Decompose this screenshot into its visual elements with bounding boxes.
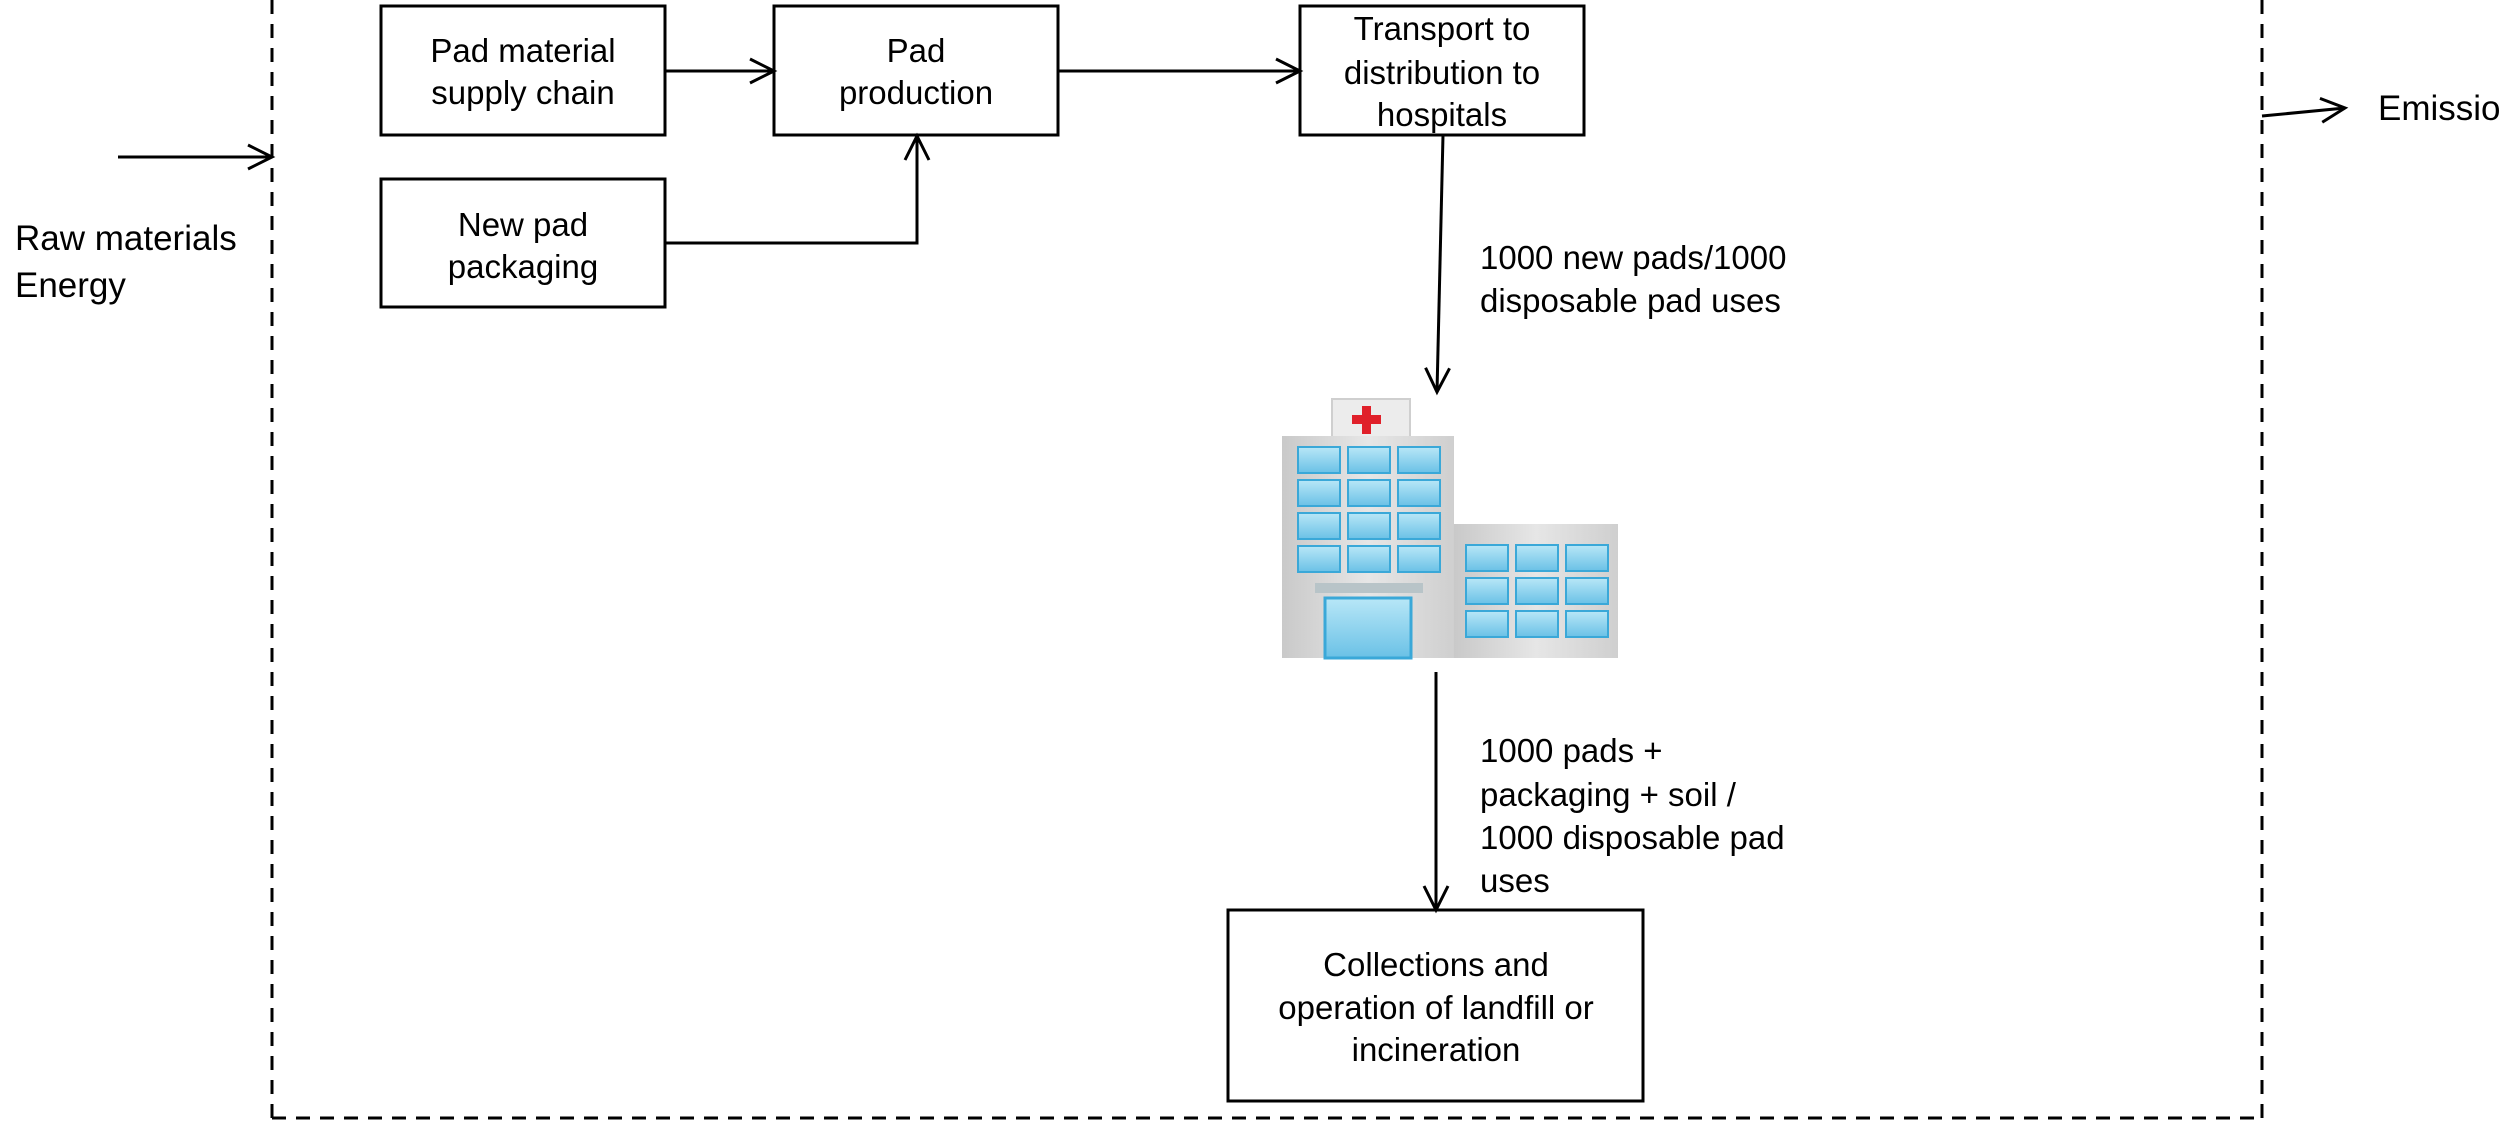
flow-to-disposal-line-2: packaging + soil / <box>1480 776 1737 813</box>
flow-to-disposal-line-3: 1000 disposable pad <box>1480 819 1785 856</box>
box-supply-chain: Pad material supply chain <box>379 4 667 137</box>
flow-to-disposal-line-4: uses <box>1480 862 1550 899</box>
box-disposal-line-1: Collections and <box>1323 946 1549 983</box>
box-packaging-line-2: packaging <box>448 248 598 285</box>
output-emissions: Emissions <box>2378 89 2502 128</box>
hospital-windows-main <box>1297 446 1441 573</box>
box-packaging-line-1: New pad <box>458 206 588 243</box>
flow-to-hospital-line-2: disposable pad uses <box>1480 282 1781 319</box>
arrow-transport-to-hospital <box>1424 134 1451 396</box>
box-production-line-2: production <box>839 74 993 111</box>
box-disposal: Collections and operation of landfill or… <box>1226 908 1645 1103</box>
box-production: Pad production <box>772 4 1060 137</box>
flow-label-to-disposal: 1000 pads + packaging + soil / 1000 disp… <box>1480 732 1785 899</box>
hospital-windows-side <box>1465 544 1609 638</box>
arrow-packaging-to-production <box>665 132 931 245</box>
box-disposal-line-3: incineration <box>1352 1031 1521 1068</box>
box-transport: Transport to distribution to hospitals <box>1298 4 1586 137</box>
flow-to-disposal-line-1: 1000 pads + <box>1480 732 1663 769</box>
box-transport-line-2: distribution to <box>1344 54 1540 91</box>
box-supply-chain-line-1: Pad material <box>430 32 615 69</box>
flow-label-to-hospital: 1000 new pads/1000 disposable pad uses <box>1480 239 1786 319</box>
system-boundary <box>270 0 2264 1120</box>
box-production-line-1: Pad <box>887 32 946 69</box>
output-arrow <box>2261 96 2349 124</box>
box-transport-line-1: Transport to <box>1354 10 1531 47</box>
box-supply-chain-line-2: supply chain <box>431 74 614 111</box>
inputs-label: Raw materials Energy <box>15 219 237 305</box>
box-disposal-line-2: operation of landfill or <box>1278 989 1594 1026</box>
flow-to-hospital-line-1: 1000 new pads/1000 <box>1480 239 1786 276</box>
hospital-building-icon <box>1282 398 1618 660</box>
box-transport-line-3: hospitals <box>1377 96 1507 133</box>
input-raw-materials: Raw materials <box>15 219 237 258</box>
input-energy: Energy <box>15 266 126 305</box>
box-packaging: New pad packaging <box>379 177 667 309</box>
